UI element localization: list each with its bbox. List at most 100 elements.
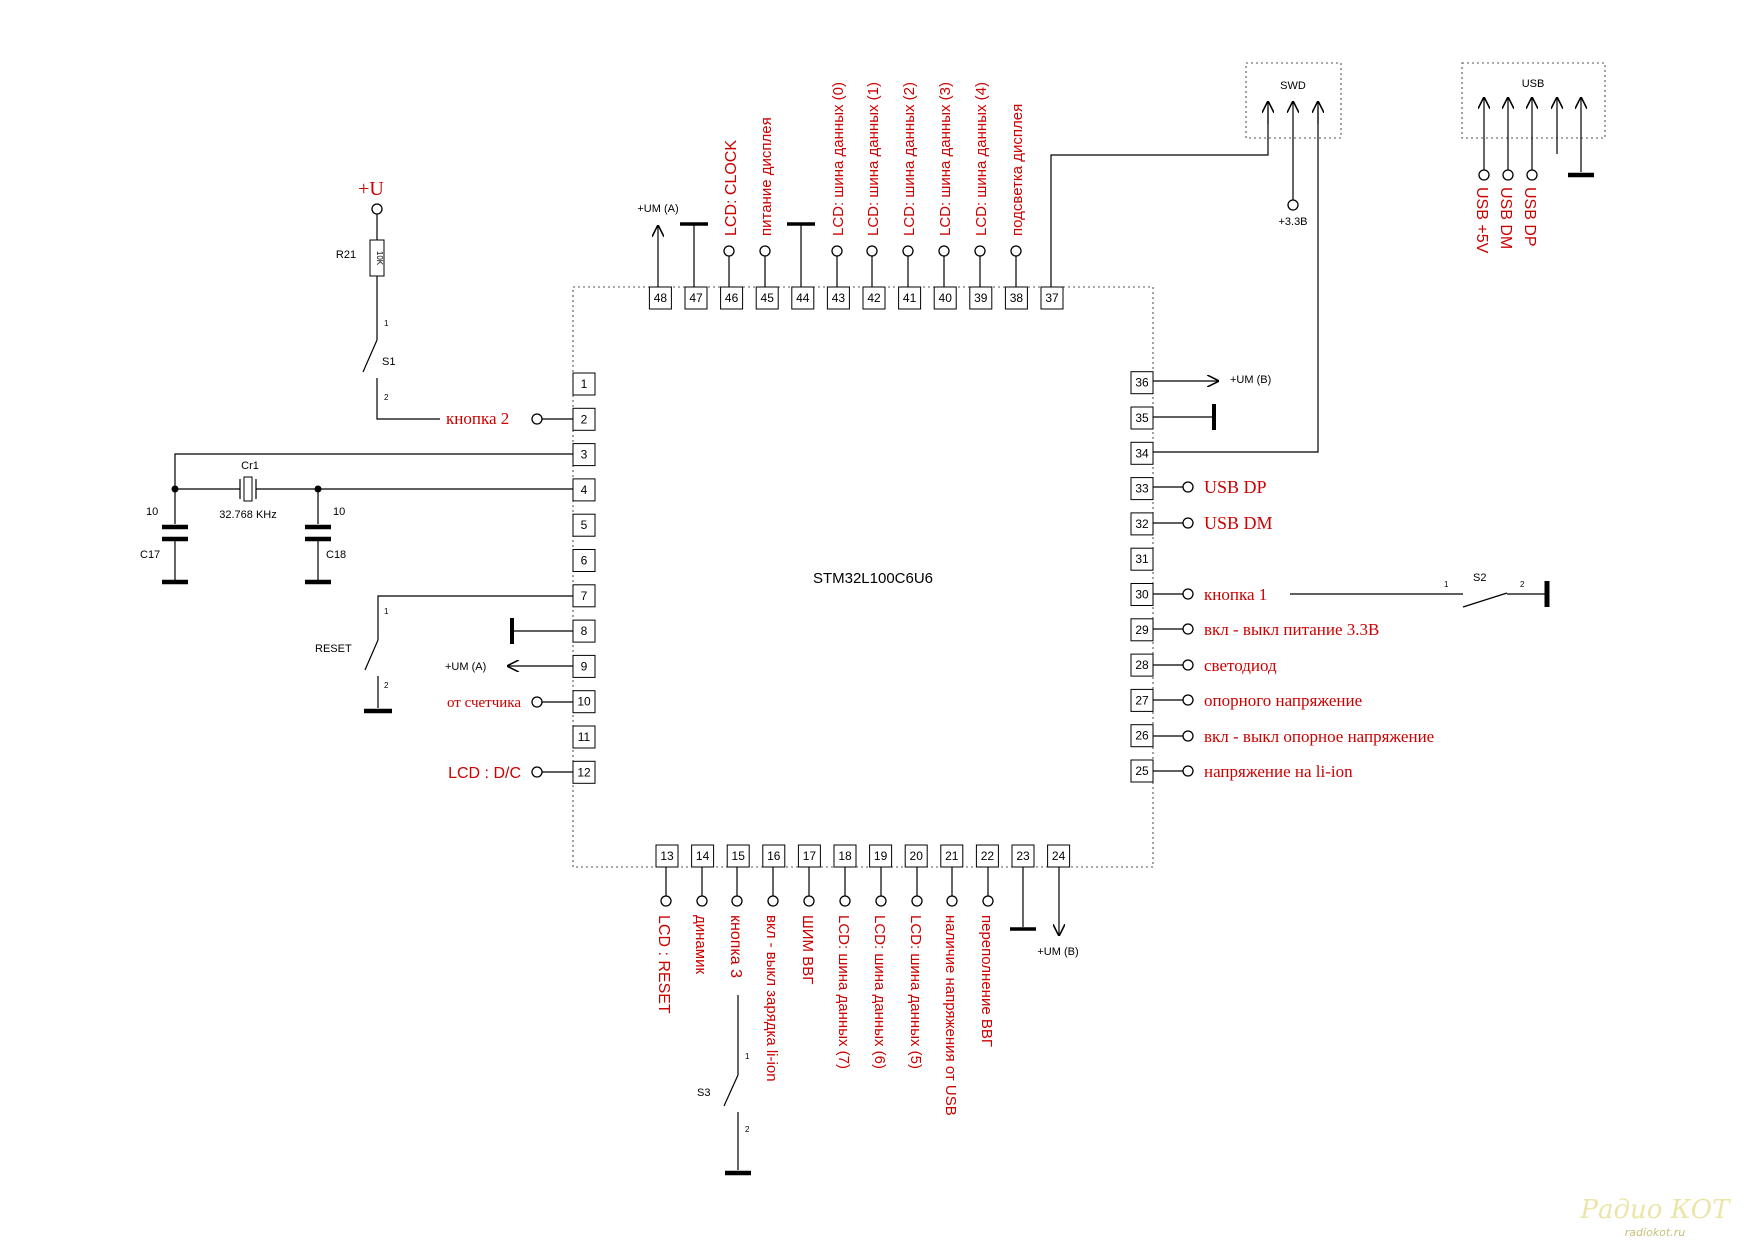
switch-pin-label: 1 [384,607,389,616]
label-pin-28: светодиод [1204,656,1277,675]
pin-number: 24 [1052,849,1066,863]
pin-number: 35 [1135,411,1149,425]
terminal [902,245,914,257]
label-pin-22: переполнение ВВГ [978,915,995,1047]
pin-box [762,844,786,868]
label-knopka-1: кнопка 1 [1204,585,1267,604]
label-lcd-dc: LCD : D/C [448,765,521,782]
pin-number: 14 [696,849,710,863]
pin-box [1130,547,1154,571]
pin-box [572,549,596,572]
pin-number: 3 [581,448,588,462]
terminal [759,245,771,257]
label-lcd-data-3: LCD: шина данных (3) [937,82,954,236]
terminal [946,895,958,907]
pin-box [933,286,957,310]
terminal [1182,623,1194,635]
pin-number: 38 [1010,291,1024,305]
terminal [1182,694,1194,706]
pin-number: 25 [1135,764,1149,778]
pin-box [648,286,672,310]
wire [174,453,573,524]
label-lcd-data-2: LCD: шина данных (2) [901,82,918,236]
crystal-cr1 [243,476,253,502]
watermark-logo: Радио КОТ [1580,1195,1732,1225]
pin-number: 43 [832,291,846,305]
pin-number: 36 [1135,376,1149,390]
pin-number: 41 [903,291,917,305]
pin-number: 20 [910,849,924,863]
label-lcd-data-6: LCD: шина данных (6) [871,915,888,1069]
terminal [938,245,950,257]
pin-number: 9 [581,659,588,673]
terminal [767,895,779,907]
wire [377,595,573,640]
label-lcd-reset: LCD : RESET [655,915,672,1014]
pin-number: 12 [577,765,591,779]
terminal [531,413,543,425]
pin-number: 30 [1135,588,1149,602]
label-pin-26: вкл - выкл опорное напряжение [1204,727,1434,746]
label-3v3: +3.3В [1278,216,1307,228]
label-usb-dm: USB DM [1204,513,1273,533]
pin-number: 10 [577,695,591,709]
switch-s1[interactable] [362,339,378,373]
label-shim-vvg: ШИМ ВВГ [799,915,816,984]
pin-number: 47 [689,291,703,305]
pin-number: 15 [732,849,746,863]
pin-box [1130,512,1154,536]
label-knopka-3: кнопка 3 [727,915,744,978]
switch-pin-label: 2 [745,1125,750,1134]
terminal [1182,765,1194,777]
pin-number: 32 [1135,517,1149,531]
wire-swd [1153,107,1319,453]
label-dinamik: динамик [692,915,709,974]
pin-number: 16 [767,849,781,863]
c18-value: 10 [333,506,345,518]
label-knopka-2: кнопка 2 [446,409,509,428]
junction [171,485,179,493]
switch-pin-label: 2 [384,393,389,402]
pin-box [791,286,815,310]
chip-name: STM32L100C6U6 [813,570,933,587]
terminal [982,895,994,907]
pin-number: 27 [1135,693,1149,707]
label-um-a-top: +UM (A) [637,203,678,215]
cr1-value: 32.768 KHz [219,509,276,521]
pin-box [862,286,886,310]
switch-s2[interactable] [1462,592,1508,608]
terminal [866,245,878,257]
label-lcd-data-4: LCD: шина данных (4) [973,82,990,236]
label-um-b-bottom: +UM (B) [1037,946,1078,958]
switch-pin-label: 1 [384,319,389,328]
pin-box [1040,286,1064,310]
wire-swd [1050,107,1269,287]
terminal [723,245,735,257]
s1-label: S1 [382,356,395,368]
pin-number: 31 [1135,552,1149,566]
wire [376,378,440,420]
pin-number: 28 [1135,658,1149,672]
reset-label: RESET [315,643,352,655]
supply-label-u: +U [358,178,384,200]
usb-title: USB [1522,78,1545,90]
terminal [1010,245,1022,257]
terminal [1182,659,1194,671]
pin-box [1130,618,1154,642]
pin-number: 8 [581,624,588,638]
label-lcd-data-5: LCD: шина данных (5) [907,915,924,1069]
label-lcd-clock: LCD: CLOCK [723,140,740,236]
s3-label: S3 [697,1087,710,1099]
pin-number: 48 [654,291,668,305]
switch-s3[interactable] [723,1074,739,1107]
pin-box [969,286,993,310]
terminal [731,895,743,907]
pin-number: 2 [581,412,588,426]
terminal [1478,169,1490,181]
pin-box [1130,441,1154,465]
switch-reset[interactable] [364,639,379,671]
label-pin-16: вкл - выкл зарядка li-ion [763,915,780,1082]
pin-box [720,286,744,310]
